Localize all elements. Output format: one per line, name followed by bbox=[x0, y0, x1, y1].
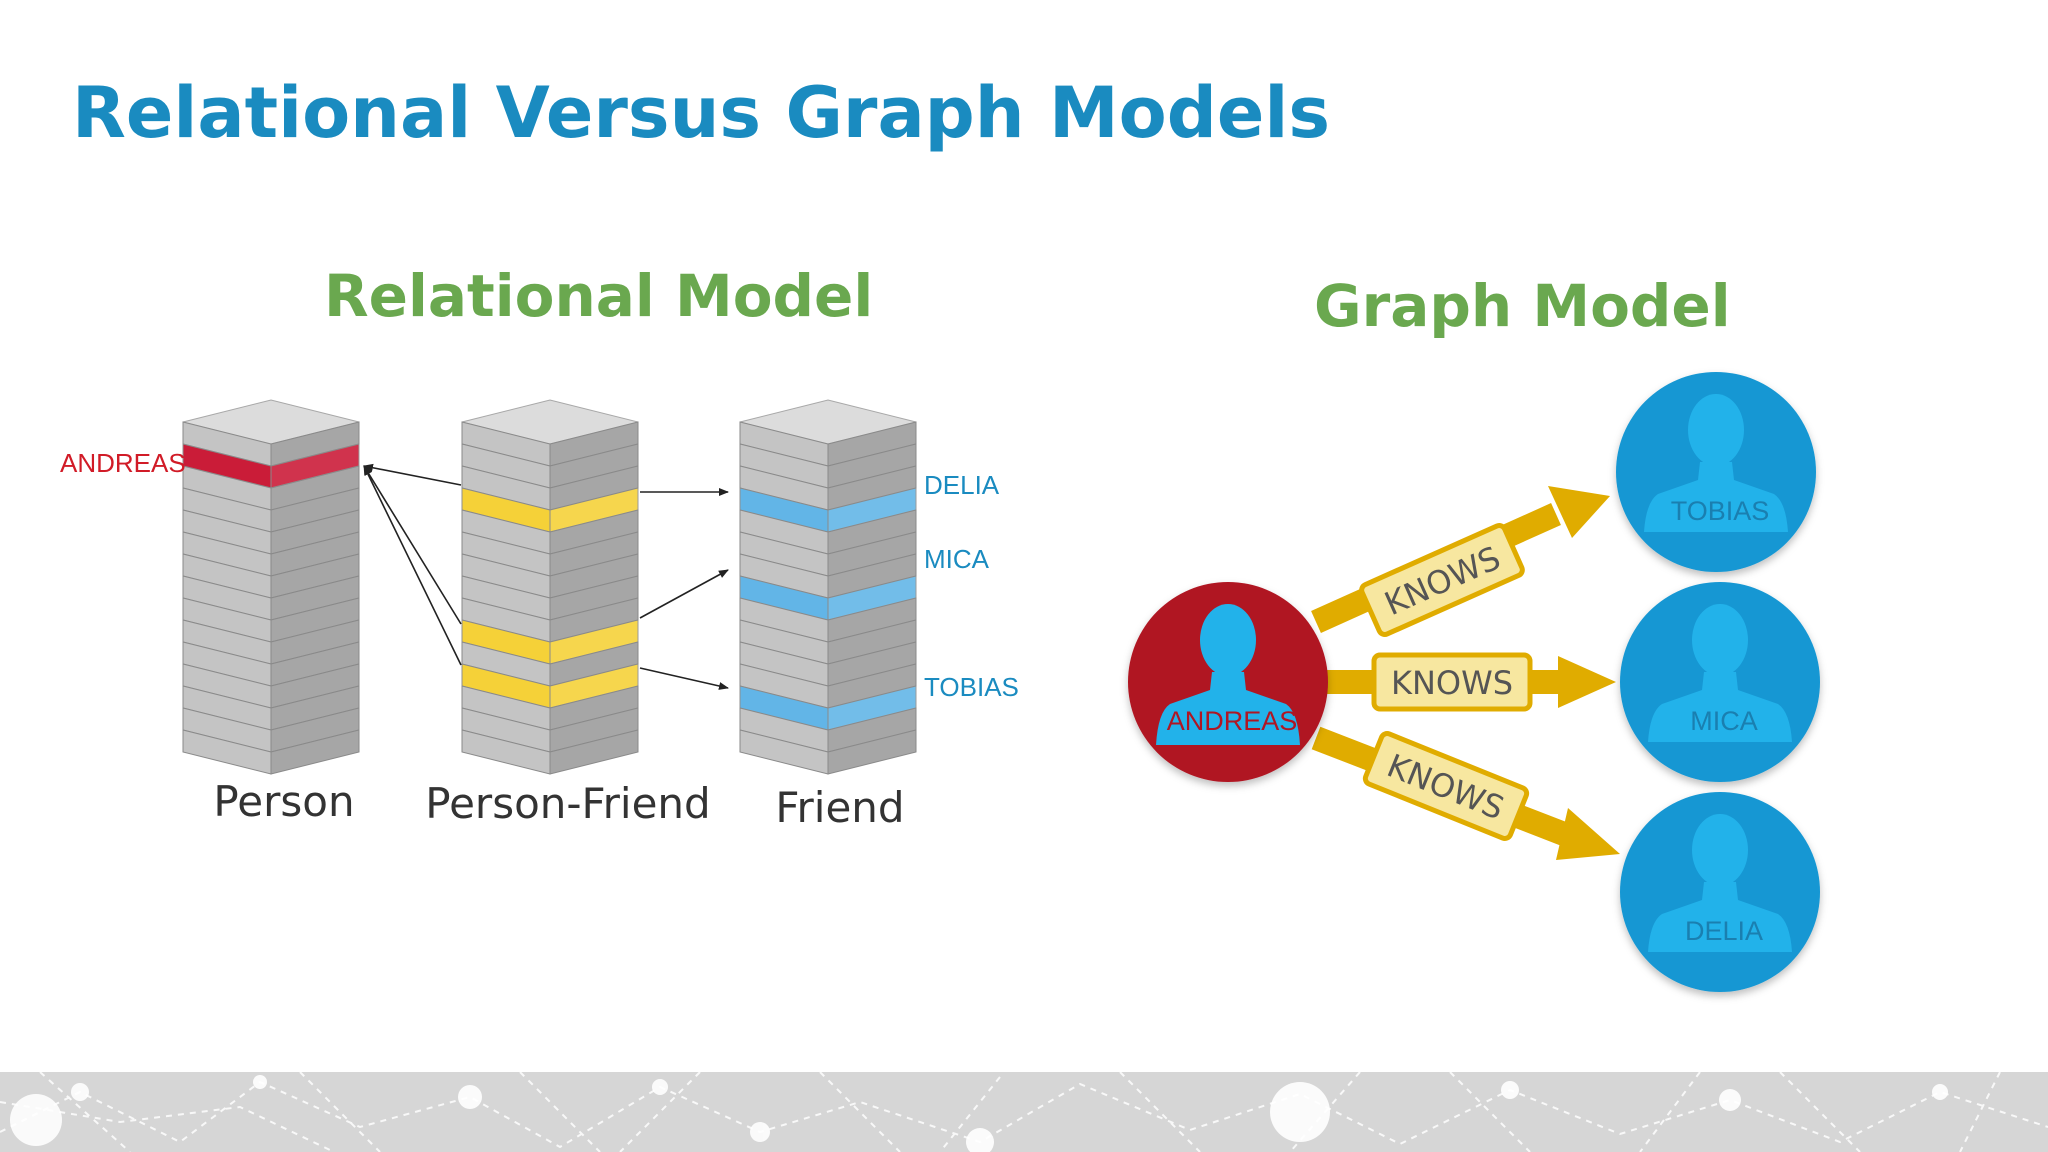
row-label-andreas: ANDREAS bbox=[60, 448, 186, 478]
diagram-canvas: ANDREAS DELIA MICA TOBIAS Person Person-… bbox=[60, 372, 1820, 992]
table-stack-person-friend bbox=[461, 399, 639, 775]
edge-label-3: KNOWS bbox=[1362, 731, 1530, 841]
slide-title: Relational Versus Graph Models bbox=[72, 72, 1330, 154]
node-label-tobias: TOBIAS bbox=[1671, 496, 1770, 526]
row-label-delia: DELIA bbox=[924, 470, 1000, 500]
table-stack-friend bbox=[739, 399, 917, 775]
node-mica: MICA bbox=[1620, 582, 1820, 782]
relational-arrows bbox=[363, 463, 729, 690]
row-label-tobias: TOBIAS bbox=[924, 672, 1019, 702]
person-silhouette-icon bbox=[1644, 394, 1788, 532]
network-pattern-icon bbox=[0, 1072, 2048, 1152]
graph-model-heading: Graph Model bbox=[1314, 272, 1731, 340]
relational-model-heading: Relational Model bbox=[324, 262, 874, 330]
table-label-friend: Friend bbox=[775, 783, 904, 832]
person-silhouette-icon bbox=[1156, 604, 1300, 745]
edge-label-text-2: KNOWS bbox=[1391, 664, 1513, 702]
edge-label-2: KNOWS bbox=[1371, 652, 1533, 712]
arrow-link-3 bbox=[363, 465, 462, 666]
edge-label-1: KNOWS bbox=[1359, 523, 1525, 637]
footer-network-band bbox=[0, 1072, 2048, 1152]
arrow-link-2 bbox=[363, 465, 462, 625]
table-label-person: Person bbox=[213, 777, 354, 826]
node-label-mica: MICA bbox=[1690, 706, 1758, 736]
row-label-mica: MICA bbox=[924, 544, 990, 574]
node-andreas: ANDREAS bbox=[1128, 582, 1328, 782]
table-row bbox=[827, 729, 917, 775]
table-label-person-friend: Person-Friend bbox=[425, 779, 710, 828]
table-row bbox=[270, 729, 360, 775]
table-row bbox=[549, 729, 639, 775]
arrow-link-5 bbox=[639, 569, 729, 619]
person-silhouette-icon bbox=[1648, 814, 1792, 952]
node-label-delia: DELIA bbox=[1685, 916, 1763, 946]
person-silhouette-icon bbox=[1648, 604, 1792, 742]
table-stack-person bbox=[182, 399, 360, 775]
node-delia: DELIA bbox=[1620, 792, 1820, 992]
node-label-andreas: ANDREAS bbox=[1167, 706, 1298, 736]
node-tobias: TOBIAS bbox=[1616, 372, 1816, 572]
arrow-link-1 bbox=[363, 463, 462, 486]
arrow-link-6 bbox=[639, 667, 729, 690]
